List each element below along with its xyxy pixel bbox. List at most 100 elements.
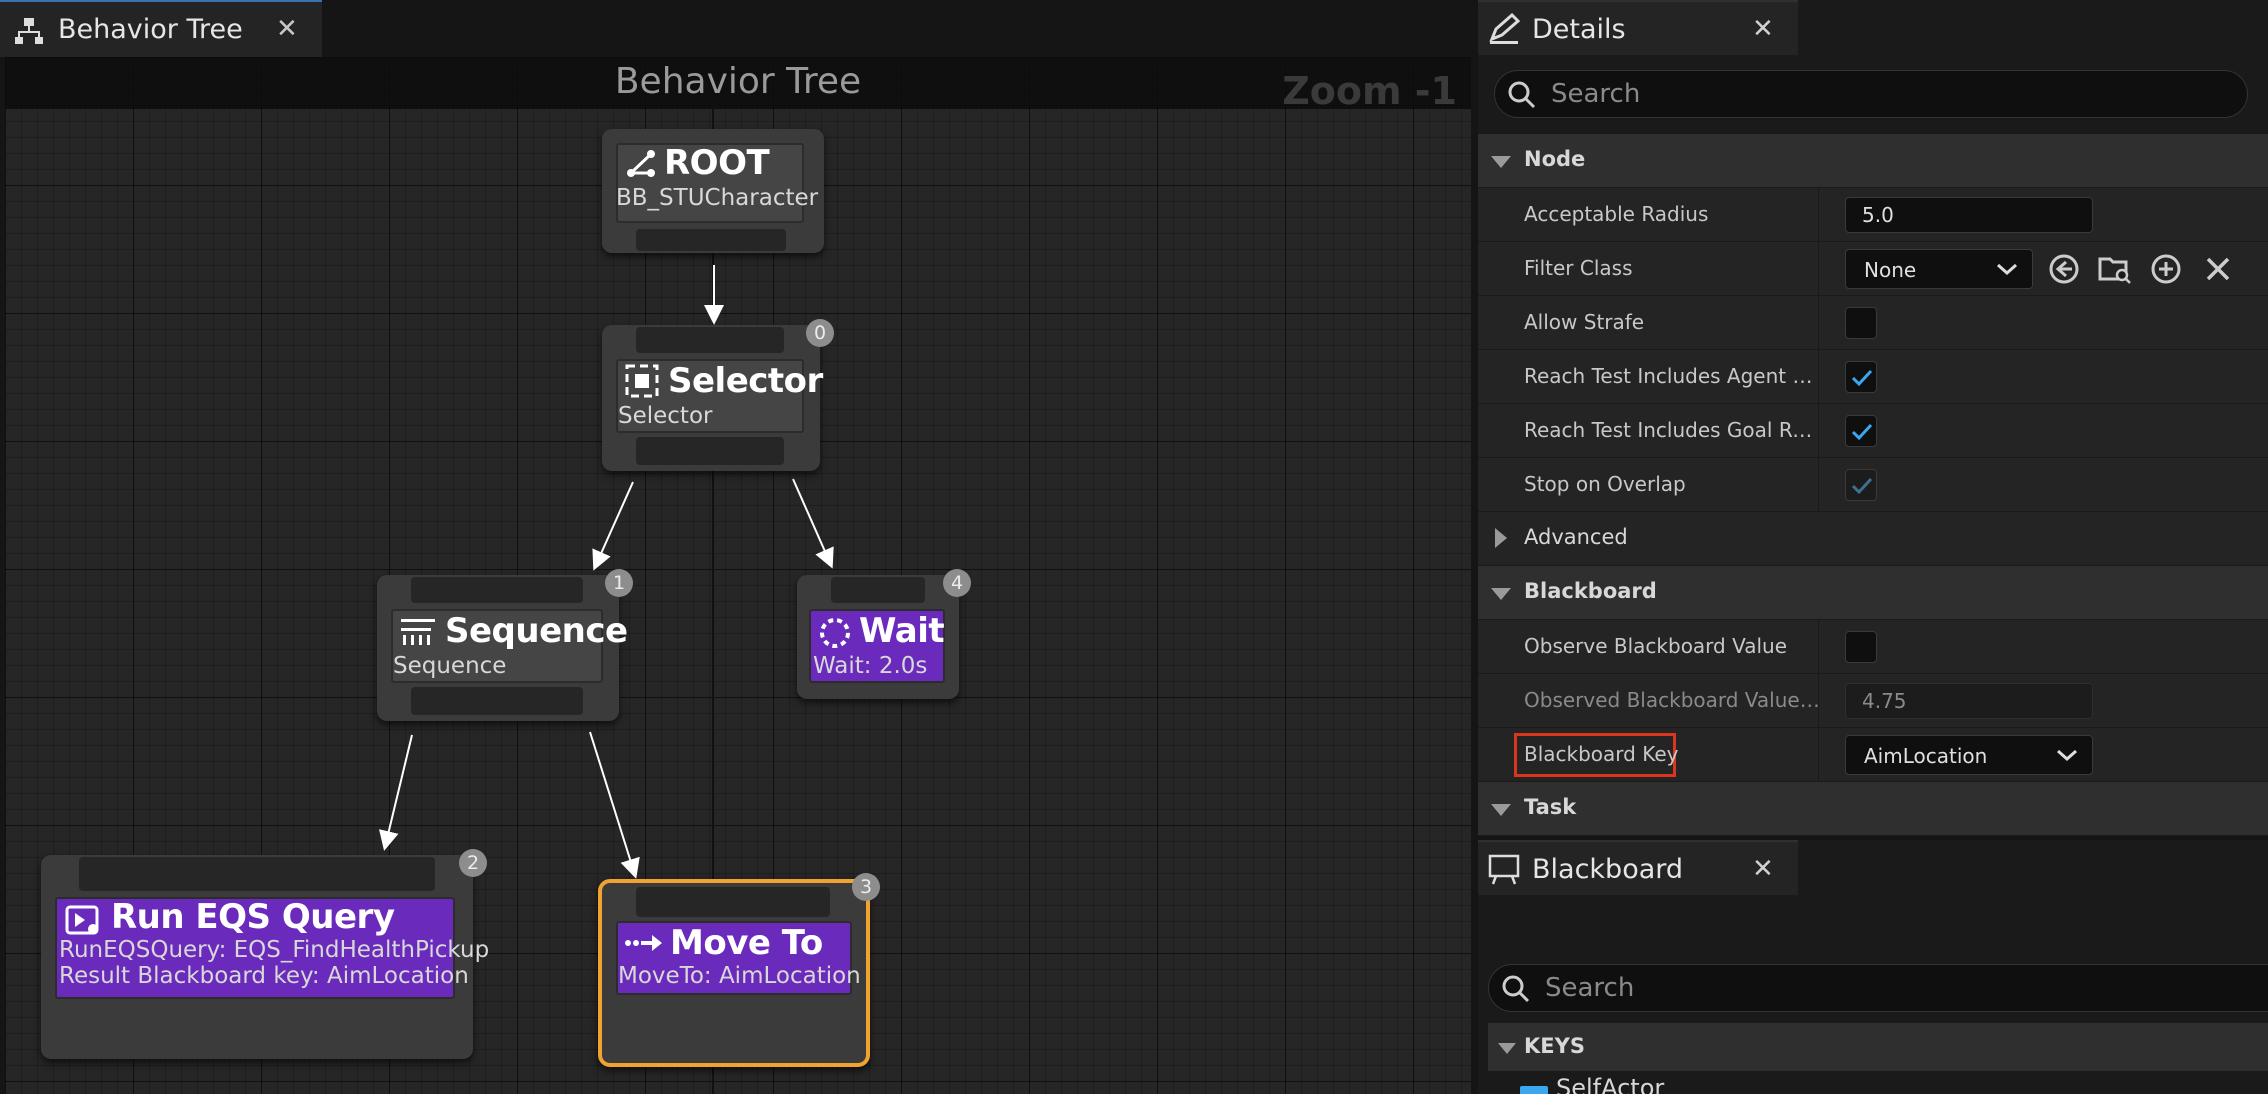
root-node-subtitle: BB_STUCharacter	[616, 185, 819, 211]
execution-index-badge: 3	[852, 873, 880, 901]
moveto-input-pin[interactable]	[636, 887, 830, 917]
reach-goal-checkbox[interactable]	[1845, 415, 1877, 447]
wait-node[interactable]: Wait Wait: 2.0s 4	[797, 569, 971, 699]
filter-class-dropdown[interactable]: None	[1845, 249, 2033, 289]
column-divider	[1818, 296, 1819, 350]
behavior-tree-tab[interactable]: Behavior Tree ✕	[0, 0, 322, 57]
sequence-input-pin[interactable]	[411, 577, 583, 603]
stop-overlap-checkbox[interactable]	[1845, 469, 1877, 501]
prop-allow-strafe: Allow Strafe	[1478, 296, 2268, 350]
selector-node[interactable]: Selector Selector 0	[602, 319, 834, 471]
category-task[interactable]: Task	[1478, 782, 2268, 836]
close-details-icon[interactable]: ✕	[1752, 14, 1774, 44]
prop-reach-test-goal: Reach Test Includes Goal Radius	[1478, 404, 2268, 458]
prop-label: Acceptable Radius	[1524, 202, 1709, 226]
close-tab-icon[interactable]: ✕	[276, 14, 298, 44]
eqs-node-result-key: Result Blackboard key: AimLocation	[59, 963, 469, 989]
category-label: Blackboard	[1524, 579, 1657, 603]
eqs-query-icon	[65, 905, 101, 941]
eqs-input-pin[interactable]	[79, 857, 435, 891]
observe-bb-checkbox[interactable]	[1845, 631, 1877, 663]
checkmark-icon	[1851, 477, 1873, 495]
input-value: 5.0	[1862, 203, 1894, 227]
connection-selector-sequence	[592, 481, 634, 571]
behavior-tree-graph[interactable]: Behavior Tree Zoom -1 ROOT BB_STUCharact…	[5, 57, 1471, 1094]
graph-header: Behavior Tree Zoom -1	[5, 57, 1471, 113]
sequence-icon	[399, 615, 437, 651]
blackboard-key-item[interactable]: SelfActor	[1556, 1074, 1665, 1094]
category-blackboard[interactable]: Blackboard	[1478, 566, 2268, 620]
category-label: Node	[1524, 147, 1586, 171]
blackboard-icon	[1488, 853, 1520, 889]
wait-input-pin[interactable]	[831, 577, 925, 603]
prop-stop-on-overlap: Stop on Overlap	[1478, 458, 2268, 512]
category-node[interactable]: Node	[1478, 134, 2268, 188]
prop-label: Reach Test Includes Agent Radius	[1524, 364, 1824, 388]
column-divider	[1818, 620, 1819, 674]
key-type-swatch	[1520, 1086, 1548, 1094]
blackboard-key-dropdown[interactable]: AimLocation	[1845, 735, 2093, 775]
eqs-node-subtitle: RunEQSQuery: EQS_FindHealthPickup	[59, 937, 490, 963]
prop-label: Observed Blackboard Value Tolerance	[1524, 688, 1824, 712]
collapse-arrow-icon	[1491, 588, 1511, 600]
selector-input-pin[interactable]	[636, 327, 784, 353]
expand-arrow-icon	[1495, 528, 1507, 548]
acceptable-radius-input[interactable]: 5.0	[1845, 197, 2093, 233]
column-divider	[1818, 242, 1819, 296]
sequence-node[interactable]: Sequence Sequence 1	[377, 569, 633, 721]
highlight-annotation	[1514, 733, 1676, 777]
selector-icon	[624, 363, 660, 403]
details-search-input[interactable]: Search	[1494, 70, 2248, 118]
search-icon	[1501, 974, 1531, 1008]
use-selected-icon[interactable]	[2048, 253, 2080, 289]
run-eqs-query-node[interactable]: Run EQS Query RunEQSQuery: EQS_FindHealt…	[41, 849, 489, 1059]
category-label: Task	[1524, 795, 1577, 819]
category-label: Advanced	[1524, 525, 1628, 549]
selector-output-pin[interactable]	[636, 437, 784, 465]
column-divider	[1818, 350, 1819, 404]
prop-blackboard-key: Blackboard Key AimLocation	[1478, 728, 2268, 782]
clear-icon[interactable]	[2202, 253, 2234, 289]
execution-index-badge: 4	[943, 569, 971, 597]
graph-title: Behavior Tree	[614, 61, 862, 102]
graph-axis-line	[712, 109, 714, 1094]
search-placeholder: Search	[1545, 973, 1635, 1003]
prop-label: Filter Class	[1524, 256, 1633, 280]
pencil-icon	[1488, 12, 1522, 49]
dropdown-value: AimLocation	[1864, 744, 1988, 768]
root-output-pin[interactable]	[636, 229, 786, 251]
close-blackboard-icon[interactable]: ✕	[1752, 854, 1774, 884]
eqs-node-title: Run EQS Query	[111, 897, 395, 937]
blackboard-tab[interactable]: Blackboard ✕	[1478, 840, 1798, 895]
eqs-node-body	[55, 897, 455, 999]
chevron-down-icon	[1996, 260, 2018, 282]
blackboard-search-input[interactable]: Search	[1488, 964, 2268, 1012]
column-divider	[1818, 404, 1819, 458]
selector-node-title: Selector	[668, 361, 823, 401]
tab-label: Behavior Tree	[58, 14, 243, 45]
prop-observed-tolerance: Observed Blackboard Value Tolerance 4.75	[1478, 674, 2268, 728]
execution-index-badge: 1	[605, 569, 633, 597]
browse-folder-icon[interactable]	[2098, 253, 2132, 289]
prop-label: Reach Test Includes Goal Radius	[1524, 418, 1824, 442]
category-advanced[interactable]: Advanced	[1478, 512, 2268, 566]
column-divider	[1818, 188, 1819, 242]
moveto-node-subtitle: MoveTo: AimLocation	[618, 963, 861, 989]
keys-category[interactable]: KEYS	[1488, 1023, 2268, 1071]
move-to-node[interactable]: Move To MoveTo: AimLocation 3	[598, 873, 880, 1067]
details-tab[interactable]: Details ✕	[1478, 0, 1798, 55]
collapse-arrow-icon	[1491, 156, 1511, 168]
add-icon[interactable]	[2150, 253, 2182, 289]
execution-index-badge: 2	[459, 849, 487, 877]
connection-sequence-eqs	[379, 734, 413, 851]
sequence-output-pin[interactable]	[411, 687, 583, 715]
wait-spinner-icon	[817, 615, 853, 655]
dropdown-value: None	[1864, 258, 1917, 282]
prop-filter-class: Filter Class None	[1478, 242, 2268, 296]
observed-tolerance-input[interactable]: 4.75	[1845, 683, 2093, 719]
moveto-node-body	[616, 921, 852, 995]
reach-agent-checkbox[interactable]	[1845, 361, 1877, 393]
allow-strafe-checkbox[interactable]	[1845, 307, 1877, 339]
search-placeholder: Search	[1551, 79, 1641, 109]
root-node[interactable]: ROOT BB_STUCharacter	[602, 129, 824, 253]
